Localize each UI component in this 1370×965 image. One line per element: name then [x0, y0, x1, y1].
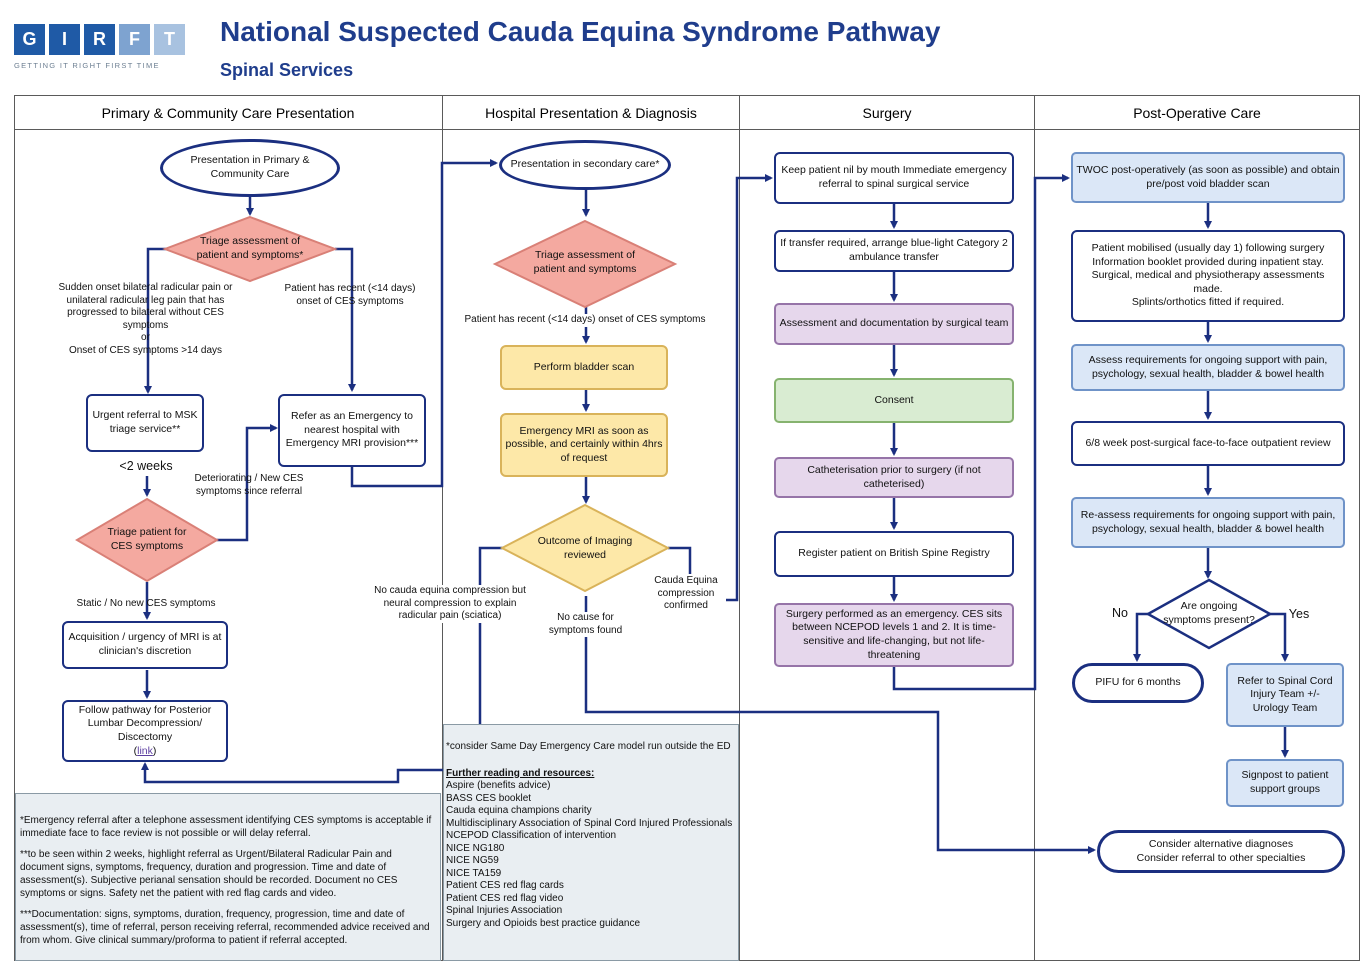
- follow-pathway-text: Follow pathway for Posterior Lumbar Deco…: [78, 703, 212, 743]
- label-hospital-recent: Patient has recent (<14 days) onset of C…: [450, 314, 720, 327]
- lane-header-hospital: Hospital Presentation & Diagnosis: [443, 96, 739, 130]
- diamond-shape: [75, 497, 219, 583]
- consent-node: Consent: [774, 378, 1014, 423]
- primary-triage-decision: Triage assessment of patient and symptom…: [196, 235, 304, 261]
- footnote-3: ***Documentation: signs, symptoms, durat…: [20, 909, 430, 946]
- acquisition-node: Acquisition / urgency of MRI is at clini…: [62, 621, 228, 669]
- logo-letter-f: F: [119, 24, 150, 55]
- diamond-shape: [492, 219, 678, 309]
- refer-emergency-node: Refer as an Emergency to nearest hospita…: [278, 394, 426, 467]
- pifu-node: PIFU for 6 months: [1072, 663, 1204, 703]
- ongoing-symptoms-decision: Are ongoing symptoms present?: [1163, 600, 1255, 626]
- label-two-weeks: <2 weeks: [119, 459, 173, 473]
- triage-ces-decision: Triage patient for CES symptoms: [107, 526, 187, 552]
- urgent-referral-node: Urgent referral to MSK triage service**: [86, 394, 204, 452]
- resource-link[interactable]: Cauda equina champions charity: [446, 805, 592, 816]
- diamond-shape: [1145, 578, 1273, 650]
- outpatient-review-node: 6/8 week post-surgical face-to-face outp…: [1071, 421, 1345, 466]
- label-recent-onset: Patient has recent (<14 days) onset of C…: [284, 283, 416, 307]
- arrow: [584, 596, 1096, 854]
- arrow: [722, 174, 773, 602]
- lane-divider: [442, 95, 443, 961]
- arrow: [335, 247, 356, 392]
- footnote-2: **to be seen within 2 weeks, highlight r…: [20, 849, 398, 899]
- surgery-performed-node: Surgery performed as an emergency. CES s…: [774, 603, 1014, 667]
- logo-tagline: GETTING IT RIGHT FIRST TIME: [14, 61, 160, 70]
- resource-link[interactable]: NICE NG180: [446, 842, 505, 854]
- mobilised-node: Patient mobilised (usually day 1) follow…: [1071, 230, 1345, 322]
- nil-by-mouth-node: Keep patient nil by mouth Immediate emer…: [774, 152, 1014, 204]
- label-bilateral-pain: Sudden onset bilateral radicular pain or…: [58, 282, 233, 356]
- twoc-node: TWOC post-operatively (as soon as possib…: [1071, 152, 1345, 203]
- page-title: National Suspected Cauda Equina Syndrome…: [220, 16, 941, 47]
- resource-link[interactable]: Multidisciplinary Association of Spinal …: [446, 817, 733, 829]
- alternative-diagnoses-node: Consider alternative diagnoses Consider …: [1097, 830, 1345, 873]
- arrow: [1268, 612, 1289, 662]
- footnotes-panel: *Emergency referral after a telephone as…: [15, 793, 441, 961]
- hospital-start-node: Presentation in secondary care*: [499, 140, 671, 190]
- resource-link[interactable]: BASS CES booklet: [446, 792, 532, 804]
- page-subtitle: Spinal Services: [220, 60, 354, 80]
- resource-link[interactable]: Spinal Injuries Association: [446, 905, 563, 916]
- resource-link[interactable]: NCEPOD Classification of intervention: [446, 830, 617, 841]
- resource-link[interactable]: NICE NG59: [446, 855, 499, 866]
- resource-link[interactable]: Aspire (benefits advice): [446, 780, 551, 791]
- arrow: [350, 159, 498, 488]
- label-no-cause: No cause for symptoms found: [538, 612, 633, 637]
- label-static: Static / No new CES symptoms: [76, 598, 216, 609]
- lane-header-primary: Primary & Community Care Presentation: [14, 96, 442, 130]
- arrow: [668, 546, 692, 574]
- footnote-1: *Emergency referral after a telephone as…: [20, 815, 432, 839]
- emergency-mri-node: Emergency MRI as soon as possible, and c…: [500, 413, 668, 477]
- label-no-cauda: No cauda equina compression but neural c…: [365, 585, 535, 623]
- refer-spinal-node: Refer to Spinal Cord Injury Team +/- Uro…: [1226, 663, 1344, 727]
- diamond-shape: [162, 215, 338, 283]
- label-yes: Yes: [1288, 607, 1310, 621]
- label-deteriorating: Deteriorating / New CES symptoms since r…: [194, 473, 304, 497]
- signpost-node: Signpost to patient support groups: [1226, 759, 1344, 807]
- outcome-decision: Outcome of Imaging reviewed: [537, 535, 633, 561]
- resource-link[interactable]: Patient CES red flag video: [446, 892, 564, 904]
- resource-link[interactable]: NICE TA159: [446, 867, 502, 879]
- resource-link[interactable]: Patient CES red flag cards: [446, 880, 564, 891]
- transfer-node: If transfer required, arrange blue-light…: [774, 230, 1014, 272]
- catheterisation-node: Catheterisation prior to surgery (if not…: [774, 457, 1014, 498]
- logo-letter-t: T: [154, 24, 185, 55]
- lane-header-postop: Post-Operative Care: [1035, 96, 1359, 130]
- resources-panel: *consider Same Day Emergency Care model …: [443, 724, 739, 961]
- reassess-node: Re-assess requirements for ongoing suppo…: [1071, 497, 1345, 548]
- arrow: [214, 424, 278, 542]
- label-confirmed: Cauda Equina compression confirmed: [646, 575, 726, 613]
- logo-letter-r: R: [84, 24, 115, 55]
- lane-divider: [739, 95, 740, 961]
- girft-logo: G I R F T GETTING IT RIGHT FIRST TIME: [14, 24, 194, 74]
- logo-letter-g: G: [14, 24, 45, 55]
- arrow: [1133, 612, 1150, 662]
- surgical-assessment-node: Assessment and documentation by surgical…: [774, 303, 1014, 345]
- arrow: [892, 174, 1070, 691]
- assess-support-node: Assess requirements for ongoing support …: [1071, 344, 1345, 391]
- follow-pathway-link-wrap: (link): [133, 744, 157, 757]
- arrow: [141, 546, 506, 784]
- label-no: No: [1112, 606, 1128, 620]
- resource-link[interactable]: Surgery and Opioids best practice guidan…: [446, 917, 641, 929]
- bladder-scan-node: Perform bladder scan: [500, 345, 668, 390]
- hospital-triage-decision: Triage assessment of patient and symptom…: [533, 249, 637, 275]
- resources-heading: Further reading and resources:: [446, 767, 595, 779]
- logo-letter-i: I: [49, 24, 80, 55]
- resources-note: *consider Same Day Emergency Care model …: [446, 741, 731, 752]
- follow-pathway-link[interactable]: link: [137, 744, 153, 757]
- diamond-shape: [499, 503, 671, 593]
- arrow: [144, 247, 168, 394]
- lane-header-surgery: Surgery: [740, 96, 1034, 130]
- follow-pathway-node: Follow pathway for Posterior Lumbar Deco…: [62, 700, 228, 762]
- register-node: Register patient on British Spine Regist…: [774, 531, 1014, 577]
- primary-start-node: Presentation in Primary & Community Care: [160, 139, 340, 197]
